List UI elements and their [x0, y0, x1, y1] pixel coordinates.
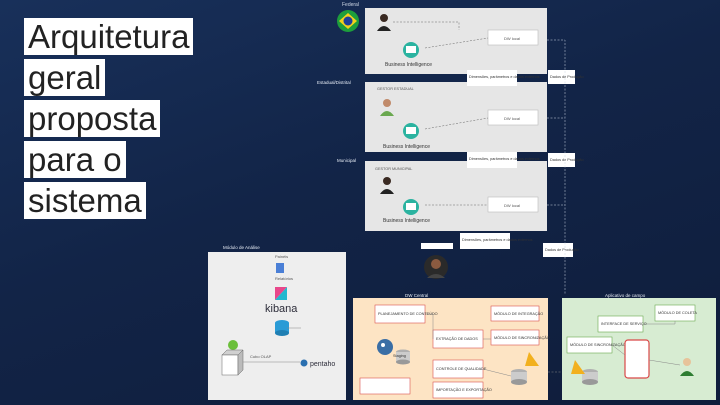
orange-box-integration-label: MÓDULO DE INTEGRAÇÃO	[494, 311, 543, 316]
distribution-label-2: Dimensões, parâmetros e dados externos	[469, 157, 540, 161]
postgres-database-icon	[377, 339, 393, 355]
distribution-label-1: Dimensões, parâmetros e dados externos	[469, 75, 540, 79]
level-label-estadual: Estadual/Distrital	[317, 80, 351, 85]
central-manager-avatar	[424, 255, 448, 279]
staging-database-icon	[396, 349, 410, 365]
analysis-tool-reports: Relatórios	[275, 276, 293, 281]
title-line-2: geral	[24, 59, 106, 96]
title-line-4: para o	[24, 141, 126, 178]
title-line-1: Arquitetura	[24, 18, 194, 55]
production-box-1	[548, 70, 575, 84]
bi-label-estadual: Business Intelligence	[383, 144, 430, 150]
warning-icon	[571, 360, 585, 374]
dw-box-municipal	[487, 196, 539, 213]
municipal-manager-avatar	[380, 177, 394, 194]
production-label-1: Dados de Produção	[550, 75, 584, 79]
architecture-diagram: Federal Business Intelligence DW local E…	[208, 2, 716, 400]
federal-manager-avatar	[377, 14, 391, 31]
dw-label-municipal: DW local	[504, 203, 520, 208]
green-box-sync-label: MÓDULO DE SINCRONIZAÇÃO	[570, 342, 626, 347]
document-icon	[276, 263, 284, 273]
bi-monitor-icon	[403, 42, 419, 58]
distribution-box-1	[467, 70, 517, 86]
brazil-flag-icon	[337, 10, 359, 32]
dw-label-federal: DW local	[504, 36, 520, 41]
orange-box-extraction-label: EXTRAÇÃO DE DADOS	[436, 336, 478, 341]
dw-box-estadual	[487, 109, 539, 126]
pentaho-label: pentaho	[310, 361, 335, 368]
estadual-manager-avatar	[380, 99, 394, 116]
manager-label-estadual: GESTOR ESTADUAL	[377, 87, 414, 91]
staging-label: Staging	[393, 354, 406, 358]
orange-box-quality-label: CONTROLE DE QUALIDADE	[436, 367, 487, 371]
central-database-icon	[511, 369, 527, 385]
server-icon	[228, 340, 238, 350]
level-label-municipal: Municipal	[337, 158, 356, 163]
kibana-logo-icon	[275, 287, 287, 300]
slide-title: Arquitetura geral proposta para o sistem…	[24, 18, 194, 223]
kibana-label: kibana	[265, 303, 298, 315]
database-icon	[275, 320, 289, 336]
field-agent-avatar	[680, 358, 694, 376]
dw-label-estadual: DW local	[504, 116, 520, 121]
federal-label: Federal	[342, 2, 359, 8]
production-label-2: Dados de Produção	[550, 158, 584, 162]
production-label-3: Dados de Produção	[545, 248, 579, 252]
orange-box-indicators	[359, 377, 411, 395]
title-line-5: sistema	[24, 182, 146, 219]
production-box-2	[548, 153, 575, 167]
title-line-3: proposta	[24, 100, 161, 137]
bi-label-federal: Business Intelligence	[385, 62, 432, 68]
manager-label-municipal: GESTOR MUNICIPAL	[375, 167, 412, 171]
green-box-collect-label: MÓDULO DE COLETA	[658, 310, 697, 315]
production-box-3	[543, 243, 573, 257]
orange-box-import-export	[432, 381, 484, 399]
cube-label: Cubo OLAP	[250, 354, 272, 359]
central-manager-tag	[421, 243, 453, 249]
mobile-phone-icon	[624, 339, 650, 379]
warning-icon	[525, 352, 539, 366]
panel-municipal	[365, 161, 547, 231]
bi-monitor-icon	[403, 123, 419, 139]
analysis-tool-panels: Painéis	[275, 254, 288, 259]
bi-monitor-icon	[403, 199, 419, 215]
orange-box-planning-label: PLANEJAMENTO DE CONTEÚDO	[378, 311, 438, 316]
field-database-icon	[582, 369, 598, 385]
olap-cube-icon	[221, 349, 244, 376]
pentaho-logo-icon	[300, 359, 308, 367]
distribution-box-3	[460, 233, 510, 249]
distribution-box-2	[467, 152, 517, 168]
dw-box-federal	[487, 29, 539, 46]
field-app-label: Aplicativo de campo	[605, 293, 646, 298]
orange-box-integration	[490, 305, 540, 322]
green-box-service-label: INTERFACE DE SERVIÇO	[601, 322, 647, 326]
bi-label-municipal: Business Intelligence	[383, 218, 430, 224]
distribution-label-3: Dimensões, parâmetros e dados externos	[462, 238, 533, 242]
dw-central-label: DW Central	[405, 293, 428, 298]
orange-box-sync-label: MÓDULO DE SINCRONIZAÇÃO	[494, 335, 550, 340]
orange-box-import-export-label: IMPORTAÇÃO E EXPORTAÇÃO	[436, 387, 492, 392]
analysis-module-label: Módulo de Análise	[223, 245, 260, 250]
orange-box-sync	[490, 329, 540, 346]
